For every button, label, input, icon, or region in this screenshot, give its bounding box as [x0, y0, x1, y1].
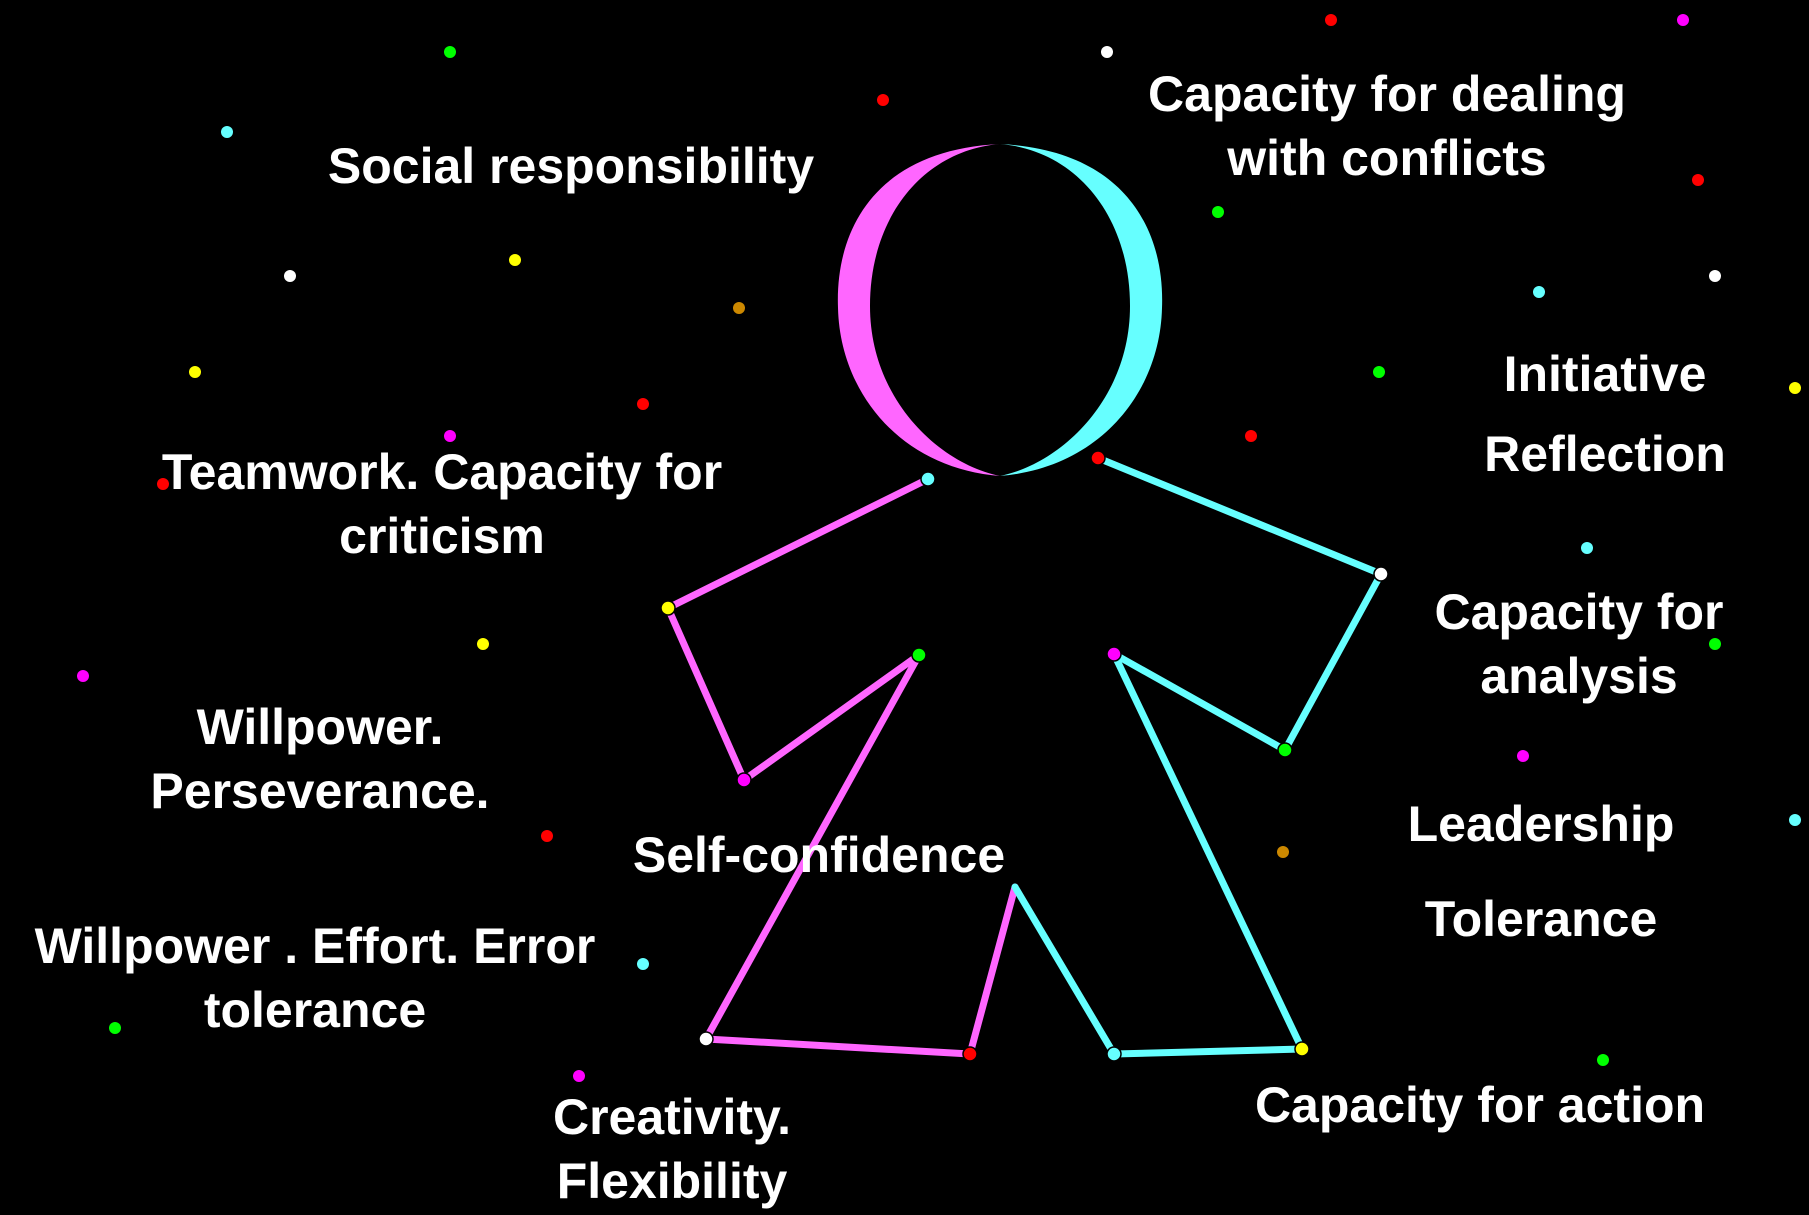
- label-line: Flexibility: [556, 1153, 788, 1209]
- label-capacity-dealing-conflicts: Capacity for dealing with conflicts: [1148, 62, 1626, 190]
- head-right-crescent: [1000, 144, 1163, 476]
- joint-dots: [660, 450, 1389, 1062]
- label-line: with conflicts: [1227, 130, 1547, 186]
- star-dot: [284, 270, 296, 282]
- label-line: Social responsibility: [327, 138, 815, 194]
- star-dot: [157, 478, 169, 490]
- star-dot: [1277, 846, 1289, 858]
- label-line: Willpower . Effort. Error: [34, 918, 596, 974]
- star-dot: [1325, 14, 1337, 26]
- label-line: Capacity for action: [1254, 1077, 1706, 1133]
- left-forearm: [740, 651, 923, 784]
- star-dot: [189, 366, 201, 378]
- label-initiative: Initiative: [1504, 342, 1707, 406]
- joint-dot: [920, 471, 936, 487]
- label-line: Perseverance.: [150, 763, 490, 819]
- joint-dot: [698, 1031, 714, 1047]
- label-line: Self-confidence: [632, 827, 1006, 883]
- star-dot: [1517, 750, 1529, 762]
- joint-dot: [911, 647, 927, 663]
- star-dot: [637, 398, 649, 410]
- left-shoulder-line: [664, 475, 932, 612]
- star-dot: [221, 126, 233, 138]
- left-upper-arm: [664, 604, 748, 784]
- joint-dot: [1294, 1041, 1310, 1057]
- star-dot: [1597, 1054, 1609, 1066]
- label-line: Capacity for: [1434, 584, 1724, 640]
- right-upper-arm: [1281, 570, 1385, 754]
- star-dot: [637, 958, 649, 970]
- label-line: analysis: [1480, 648, 1678, 704]
- right-limbs: [1011, 454, 1385, 1058]
- left-limbs: [664, 475, 1019, 1058]
- label-social-responsibility: Social responsibility: [328, 134, 814, 198]
- joint-dot: [1277, 742, 1293, 758]
- label-reflection: Reflection: [1484, 422, 1726, 486]
- star-dot: [1692, 174, 1704, 186]
- star-dot: [1101, 46, 1113, 58]
- label-capacity-action: Capacity for action: [1255, 1073, 1705, 1137]
- label-line: criticism: [339, 508, 545, 564]
- star-dot: [1581, 542, 1593, 554]
- label-line: Creativity.: [552, 1089, 792, 1145]
- star-dot: [1789, 382, 1801, 394]
- head-left-crescent: [837, 144, 1000, 476]
- label-line: Capacity for dealing: [1148, 66, 1626, 122]
- left-hem: [702, 1035, 974, 1058]
- left-body-side: [702, 651, 923, 1043]
- star-dot: [1789, 814, 1801, 826]
- label-teamwork-criticism: Teamwork. Capacity for criticism: [162, 440, 722, 568]
- star-dot: [1245, 430, 1257, 442]
- label-creativity-flexibility: Creativity. Flexibility: [553, 1085, 791, 1213]
- joint-dot: [736, 772, 752, 788]
- label-line: Leadership: [1407, 796, 1675, 852]
- star-dot: [509, 254, 521, 266]
- star-dot: [444, 430, 456, 442]
- star-dot: [877, 94, 889, 106]
- left-inner-leg: [966, 883, 1019, 1058]
- label-line: Willpower.: [196, 699, 444, 755]
- label-line: Teamwork. Capacity for: [161, 444, 723, 500]
- label-line: Tolerance: [1424, 891, 1658, 947]
- star-dot: [573, 1070, 585, 1082]
- right-shoulder-line: [1094, 454, 1385, 578]
- star-dot: [733, 302, 745, 314]
- star-dot: [541, 830, 553, 842]
- label-line: Reflection: [1484, 426, 1726, 482]
- label-leadership: Leadership: [1408, 792, 1675, 856]
- right-inner-leg: [1011, 883, 1118, 1058]
- label-self-confidence: Self-confidence: [633, 823, 1005, 887]
- joint-dot: [962, 1046, 978, 1062]
- star-dot: [1373, 366, 1385, 378]
- joint-dot: [1090, 450, 1106, 466]
- right-body-side: [1110, 650, 1306, 1053]
- star-dot: [444, 46, 456, 58]
- star-dot: [477, 638, 489, 650]
- joint-dot: [1106, 646, 1122, 662]
- joint-dot: [660, 600, 676, 616]
- label-tolerance: Tolerance: [1425, 887, 1658, 951]
- star-dot: [1677, 14, 1689, 26]
- star-dots: [77, 14, 1801, 1082]
- label-willpower-effort-error: Willpower . Effort. Error tolerance: [35, 914, 596, 1042]
- label-line: Initiative: [1503, 346, 1707, 402]
- label-willpower-perseverance: Willpower. Perseverance.: [150, 695, 489, 823]
- joint-dot: [1106, 1046, 1122, 1062]
- star-dot: [1212, 206, 1224, 218]
- star-dot: [77, 670, 89, 682]
- label-line: tolerance: [203, 982, 427, 1038]
- star-dot: [1709, 638, 1721, 650]
- joint-dot: [1373, 566, 1389, 582]
- right-hem: [1110, 1045, 1306, 1058]
- label-capacity-analysis: Capacity for analysis: [1435, 580, 1724, 708]
- star-dot: [109, 1022, 121, 1034]
- right-forearm: [1110, 650, 1289, 754]
- star-dot: [1533, 286, 1545, 298]
- star-dot: [1709, 270, 1721, 282]
